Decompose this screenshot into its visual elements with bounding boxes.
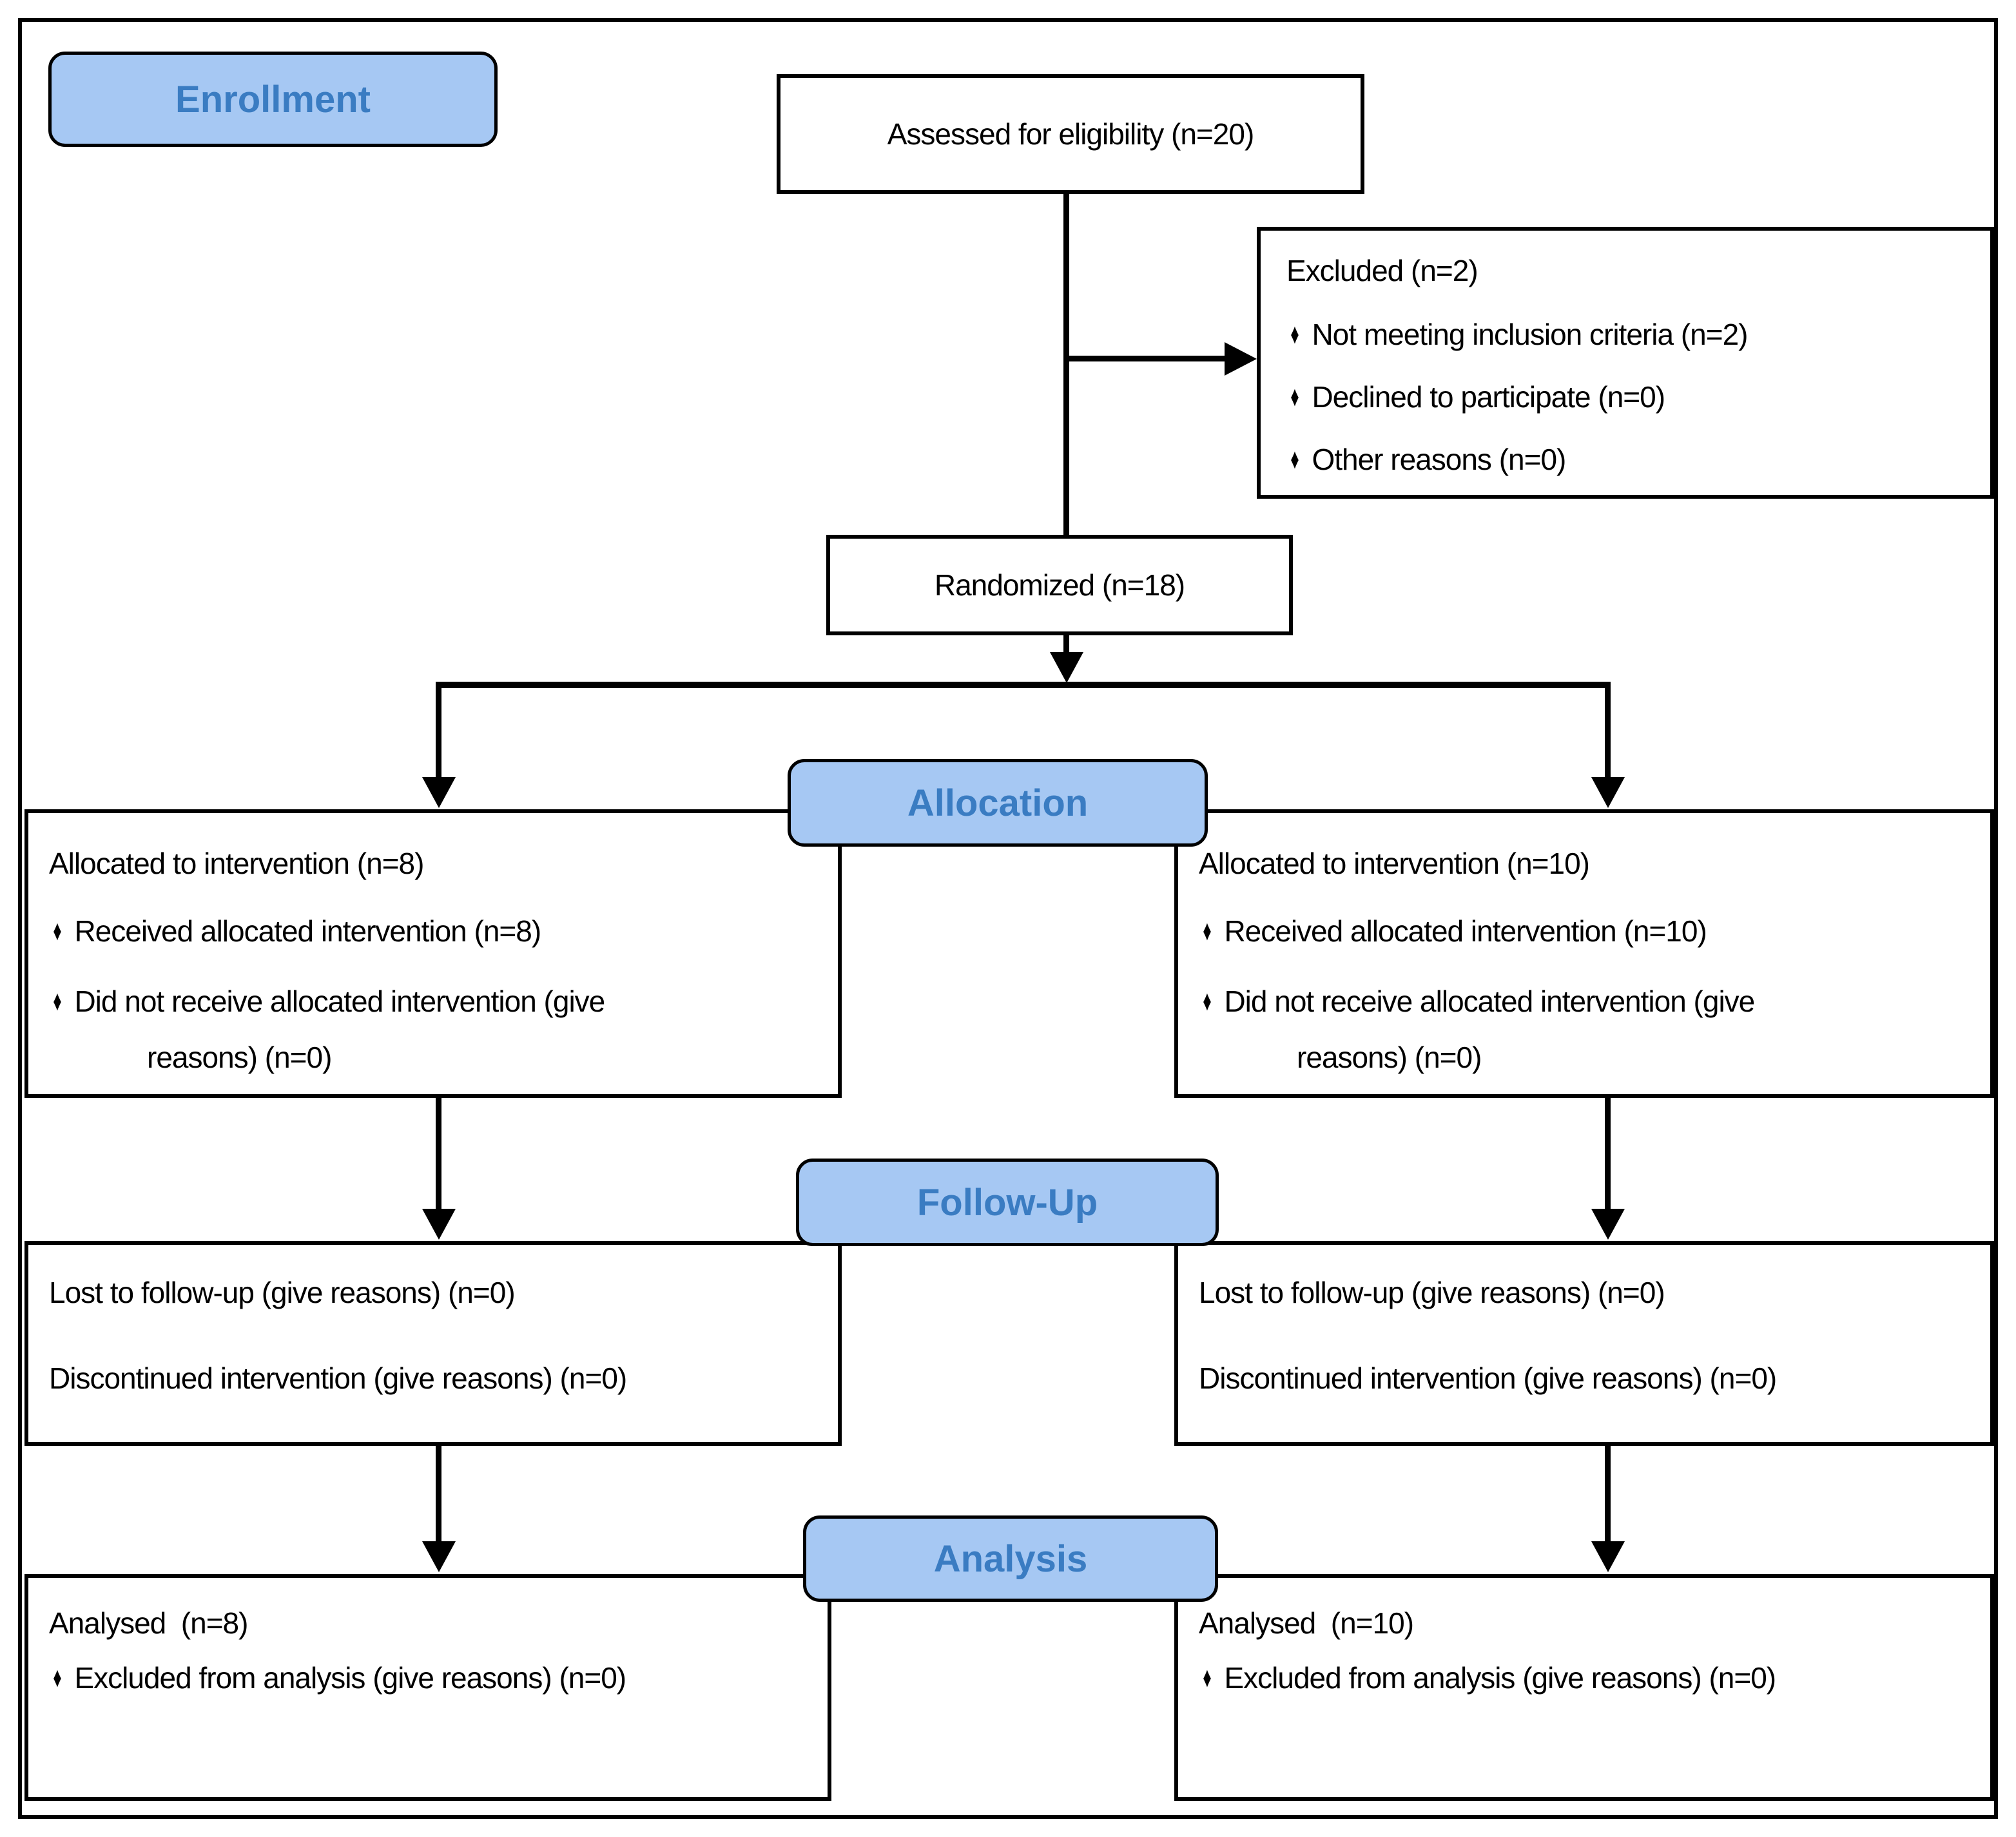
- excluded-bullet-item: ♦ Declined to participate (n=0): [1286, 380, 1972, 414]
- connector-excluded-branch: [1063, 356, 1228, 361]
- allocation-left-box: Allocated to intervention (n=8) ♦ Receiv…: [24, 809, 842, 1098]
- connector-alloc-followup-right: [1605, 1097, 1611, 1211]
- connector-branch-alloc-left: [436, 682, 441, 780]
- bullet-diamond-icon: ♦: [1203, 914, 1212, 947]
- excluded-bullet-item: ♦ Not meeting inclusion criteria (n=2): [1286, 318, 1972, 352]
- arrowhead-branch: [1050, 652, 1083, 683]
- arrowhead-excluded: [1225, 342, 1257, 376]
- followup-right-line1: Lost to follow-up (give reasons) (n=0): [1199, 1276, 1665, 1309]
- analysis-left-bullet: ♦ Excluded from analysis (give reasons) …: [49, 1661, 811, 1695]
- connector-followup-analysis-left: [436, 1445, 441, 1543]
- assessed-box: Assessed for eligibility (n=20): [777, 74, 1364, 194]
- allocation-right-bullet: ♦ Did not receive allocated intervention…: [1199, 985, 1973, 1019]
- phase-header-allocation-label: Allocation: [907, 782, 1089, 824]
- arrowhead-followup-left: [422, 1209, 456, 1240]
- allocation-left-bullet: ♦ Received allocated intervention (n=8): [49, 914, 821, 948]
- excluded-bullet-item: ♦ Other reasons (n=0): [1286, 443, 1972, 477]
- allocation-right-title: Allocated to intervention (n=10): [1199, 847, 1590, 880]
- analysis-left-box: Analysed (n=8) ♦ Excluded from analysis …: [24, 1574, 831, 1801]
- excluded-bullet-text: Other reasons (n=0): [1312, 442, 1566, 476]
- allocation-left-bullet-text: Did not receive allocated intervention (…: [74, 984, 605, 1018]
- allocation-right-bullet-text: Did not receive allocated intervention (…: [1224, 984, 1755, 1018]
- allocation-left-bullet-text: Received allocated intervention (n=8): [74, 914, 541, 948]
- phase-header-analysis: Analysis: [803, 1515, 1218, 1602]
- analysis-left-bullet-text: Excluded from analysis (give reasons) (n…: [74, 1660, 626, 1695]
- followup-left-line2: Discontinued intervention (give reasons)…: [49, 1361, 627, 1395]
- analysis-right-bullet-text: Excluded from analysis (give reasons) (n…: [1224, 1660, 1776, 1695]
- arrowhead-alloc-right: [1591, 777, 1625, 808]
- followup-left-line1: Lost to follow-up (give reasons) (n=0): [49, 1276, 516, 1309]
- allocation-right-box: Allocated to intervention (n=10) ♦ Recei…: [1174, 809, 1994, 1098]
- bullet-diamond-icon: ♦: [1203, 985, 1212, 1017]
- phase-header-enrollment: Enrollment: [48, 52, 498, 147]
- connector-followup-analysis-right: [1605, 1445, 1611, 1543]
- arrowhead-alloc-left: [422, 777, 456, 808]
- phase-header-allocation: Allocation: [788, 759, 1208, 847]
- bullet-diamond-icon: ♦: [53, 914, 62, 947]
- phase-header-analysis-label: Analysis: [933, 1537, 1088, 1580]
- arrowhead-followup-right: [1591, 1209, 1625, 1240]
- arrowhead-analysis-right: [1591, 1541, 1625, 1572]
- randomized-box: Randomized (n=18): [826, 535, 1293, 635]
- analysis-right-box: Analysed (n=10) ♦ Excluded from analysis…: [1174, 1574, 1994, 1801]
- connector-branch-alloc-right: [1605, 682, 1611, 780]
- allocation-left-bullet: ♦ Did not receive allocated intervention…: [49, 985, 821, 1019]
- allocation-right-bullet-text: Received allocated intervention (n=10): [1224, 914, 1707, 948]
- bullet-diamond-icon: ♦: [1290, 380, 1299, 412]
- excluded-bullet-text: Not meeting inclusion criteria (n=2): [1312, 317, 1748, 351]
- phase-header-followup-label: Follow-Up: [916, 1181, 1098, 1224]
- allocation-left-title: Allocated to intervention (n=8): [49, 847, 424, 880]
- assessed-text: Assessed for eligibility (n=20): [887, 117, 1255, 151]
- phase-header-followup: Follow-Up: [796, 1159, 1219, 1246]
- phase-header-enrollment-label: Enrollment: [175, 78, 371, 120]
- allocation-right-bullet-continuation: reasons) (n=0): [1297, 1040, 1482, 1074]
- connector-alloc-followup-left: [436, 1097, 441, 1211]
- excluded-box: Excluded (n=2) ♦ Not meeting inclusion c…: [1257, 227, 1994, 499]
- excluded-title: Excluded (n=2): [1286, 254, 1478, 287]
- followup-right-box: Lost to follow-up (give reasons) (n=0) D…: [1174, 1241, 1994, 1446]
- followup-left-box: Lost to follow-up (give reasons) (n=0) D…: [24, 1241, 842, 1446]
- allocation-left-bullet-continuation: reasons) (n=0): [147, 1040, 332, 1074]
- outer-border: [18, 18, 1998, 1819]
- analysis-right-bullet: ♦ Excluded from analysis (give reasons) …: [1199, 1661, 1973, 1695]
- bullet-diamond-icon: ♦: [1290, 318, 1299, 350]
- excluded-bullet-text: Declined to participate (n=0): [1312, 380, 1665, 414]
- analysis-right-title: Analysed (n=10): [1199, 1606, 1414, 1640]
- connector-assessed-randomized: [1063, 191, 1069, 536]
- connector-randomized-branch: [1063, 634, 1069, 657]
- bullet-diamond-icon: ♦: [53, 1661, 62, 1693]
- branch-line: [436, 682, 1611, 688]
- arrowhead-analysis-left: [422, 1541, 456, 1572]
- allocation-right-bullet: ♦ Received allocated intervention (n=10): [1199, 914, 1973, 948]
- randomized-text: Randomized (n=18): [934, 568, 1185, 602]
- analysis-left-title: Analysed (n=8): [49, 1606, 248, 1640]
- bullet-diamond-icon: ♦: [1290, 443, 1299, 475]
- bullet-diamond-icon: ♦: [53, 985, 62, 1017]
- bullet-diamond-icon: ♦: [1203, 1661, 1212, 1693]
- followup-right-line2: Discontinued intervention (give reasons)…: [1199, 1361, 1777, 1395]
